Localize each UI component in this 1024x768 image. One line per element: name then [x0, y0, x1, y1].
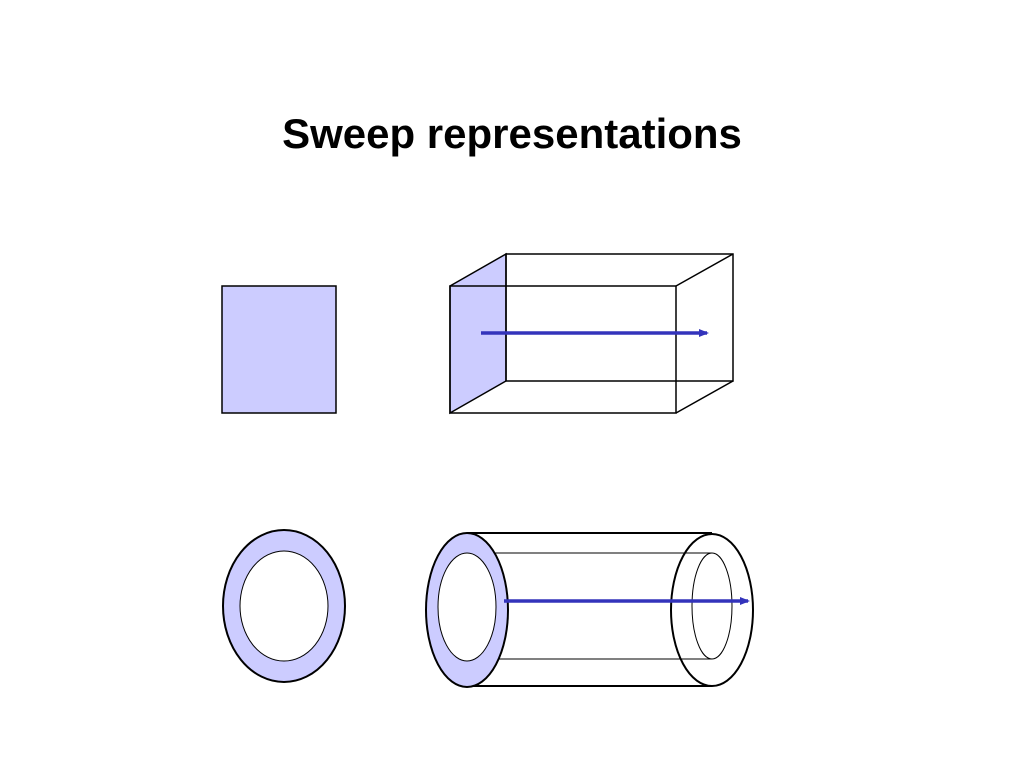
tube-sweep	[425, 532, 754, 688]
rectangle-profile	[221, 285, 337, 414]
tube-front-inner	[437, 552, 497, 662]
box-back-rectangle	[505, 253, 734, 382]
box-edge-bottom-right	[675, 380, 734, 414]
tube-back-outer	[670, 533, 754, 687]
box-sweep	[449, 252, 734, 415]
box-front-rectangle	[449, 285, 677, 414]
box-edge-top-right	[675, 253, 734, 287]
annulus-inner	[239, 550, 329, 662]
annulus-profile	[222, 529, 346, 683]
page-title: Sweep representations	[282, 110, 742, 157]
